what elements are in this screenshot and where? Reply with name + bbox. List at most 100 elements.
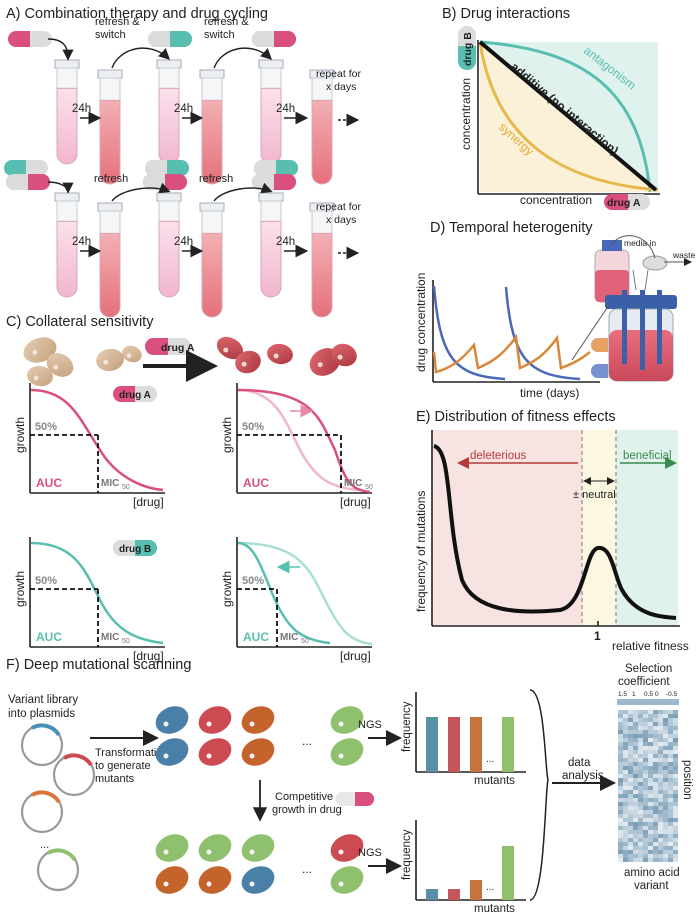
aa-variant-label: amino acid	[624, 867, 680, 879]
refresh-switch-label: refresh &	[204, 16, 249, 28]
auc-label: AUC	[243, 476, 269, 490]
brown-cell	[23, 337, 57, 363]
dose-response-curve	[237, 388, 361, 492]
drug-a-label: drug A	[161, 342, 195, 354]
dose-response-curve	[237, 541, 331, 645]
tube	[258, 192, 284, 298]
aa-variant-label: variant	[634, 880, 669, 892]
drug-capsule	[4, 160, 48, 176]
growth-axis-label: growth	[13, 417, 27, 453]
drug-capsule	[252, 31, 296, 47]
mutant-cell	[155, 834, 189, 862]
time-label: 24h	[276, 103, 295, 115]
drug-a-label: drug A	[607, 197, 641, 209]
drug-axis-label: [drug]	[340, 495, 371, 509]
transformation-label: to generate	[95, 760, 151, 772]
fifty-label: 50%	[35, 421, 57, 433]
data-analysis-label: analysis	[562, 770, 604, 782]
mic-subscript: 50	[122, 484, 130, 491]
brown-cell	[46, 353, 74, 377]
panel-f: Variant library into plasmids... Transform…	[8, 663, 693, 915]
tube	[309, 202, 335, 318]
drug-a-capsule	[145, 338, 191, 355]
antagonism-curve	[479, 40, 652, 193]
mic-subscript: 50	[301, 638, 309, 645]
transformation-label: Transformation	[95, 747, 169, 759]
frequency-bar	[502, 846, 514, 900]
drug-capsule	[254, 160, 298, 176]
refresh-switch-label: switch	[204, 29, 235, 41]
fitness-one-tick: 1	[594, 629, 601, 643]
mutant-cell	[198, 834, 232, 862]
dose-response-curve	[30, 541, 164, 645]
growth-axis-label: growth	[13, 571, 27, 607]
tube	[199, 69, 225, 185]
drug-axis-label: [drug]	[340, 649, 371, 663]
bar-dots: ...	[486, 754, 494, 765]
auc-label: AUC	[36, 630, 62, 644]
frequency-bar	[470, 717, 482, 772]
capsule	[113, 386, 157, 402]
red-cell	[331, 343, 357, 367]
panel-e-xlabel: relative fitness	[612, 639, 689, 653]
selection-coefficient-label: Selection	[625, 663, 672, 675]
panel-c-title: C) Collateral sensitivity	[6, 314, 154, 330]
mic-subscript: 50	[365, 484, 373, 491]
tube	[156, 59, 182, 165]
pulse-dosing-line	[432, 285, 581, 381]
drug-a-capsule: drug A	[604, 194, 650, 210]
tube	[309, 69, 335, 185]
mic-subscript: 50	[122, 638, 130, 645]
mic-label: MIC	[101, 632, 119, 643]
frequency-bar	[426, 717, 438, 772]
drug-capsule	[336, 792, 374, 806]
library-label: Variant library	[8, 694, 78, 706]
time-label: 24h	[276, 236, 295, 248]
panel-d-title: D) Temporal heterogenity	[430, 220, 593, 236]
auc-label: AUC	[36, 476, 62, 490]
drug-capsule	[148, 31, 192, 47]
drug-axis-label: [drug]	[133, 649, 164, 663]
repeat-label: repeat for	[316, 201, 361, 213]
competitive-label: Competitive	[275, 791, 333, 803]
capsule-label: drug B	[119, 544, 151, 555]
cyclic-dosing-line	[432, 333, 591, 374]
mutant-cell	[241, 866, 275, 894]
mutant-cell	[198, 706, 232, 734]
transformation-label: mutants	[95, 773, 135, 785]
library-label: into plasmids	[8, 708, 75, 720]
frequency-bar	[426, 889, 438, 900]
panel-b-title: B) Drug interactions	[442, 6, 570, 22]
deleterious-label: deleterious	[470, 450, 527, 462]
mutant-cell	[155, 706, 189, 734]
mutant-cell	[241, 834, 275, 862]
red-cell	[235, 350, 261, 374]
refresh-switch-label: switch	[95, 29, 126, 41]
frequency-axis-label: frequency	[401, 701, 413, 752]
mutant-cell	[330, 834, 364, 862]
mic-label: MIC	[101, 478, 119, 489]
dose-response-curve	[237, 541, 373, 646]
tube	[54, 192, 80, 298]
scale-tick-label: 1.5	[618, 691, 627, 698]
fifty-label: 50%	[35, 575, 57, 587]
tube	[97, 202, 123, 318]
bar-dots: ...	[486, 882, 494, 893]
scale-tick-label: 1	[632, 691, 636, 698]
fifty-label: 50%	[242, 421, 264, 433]
data-analysis-label: data	[568, 757, 591, 769]
additive-line	[478, 40, 658, 192]
brown-cell	[122, 345, 142, 363]
refresh-label: refresh	[199, 173, 233, 185]
drug-capsule	[6, 174, 50, 190]
time-label: 24h	[72, 236, 91, 248]
panel-d-xlabel: time (days)	[520, 386, 579, 400]
scale-tick-label: 0.5	[644, 691, 653, 698]
tube	[199, 202, 225, 318]
more-plasmids-dots: ...	[40, 839, 49, 851]
media-in-label: media in	[624, 238, 656, 248]
scale-tick-label: -0.5	[666, 691, 678, 698]
